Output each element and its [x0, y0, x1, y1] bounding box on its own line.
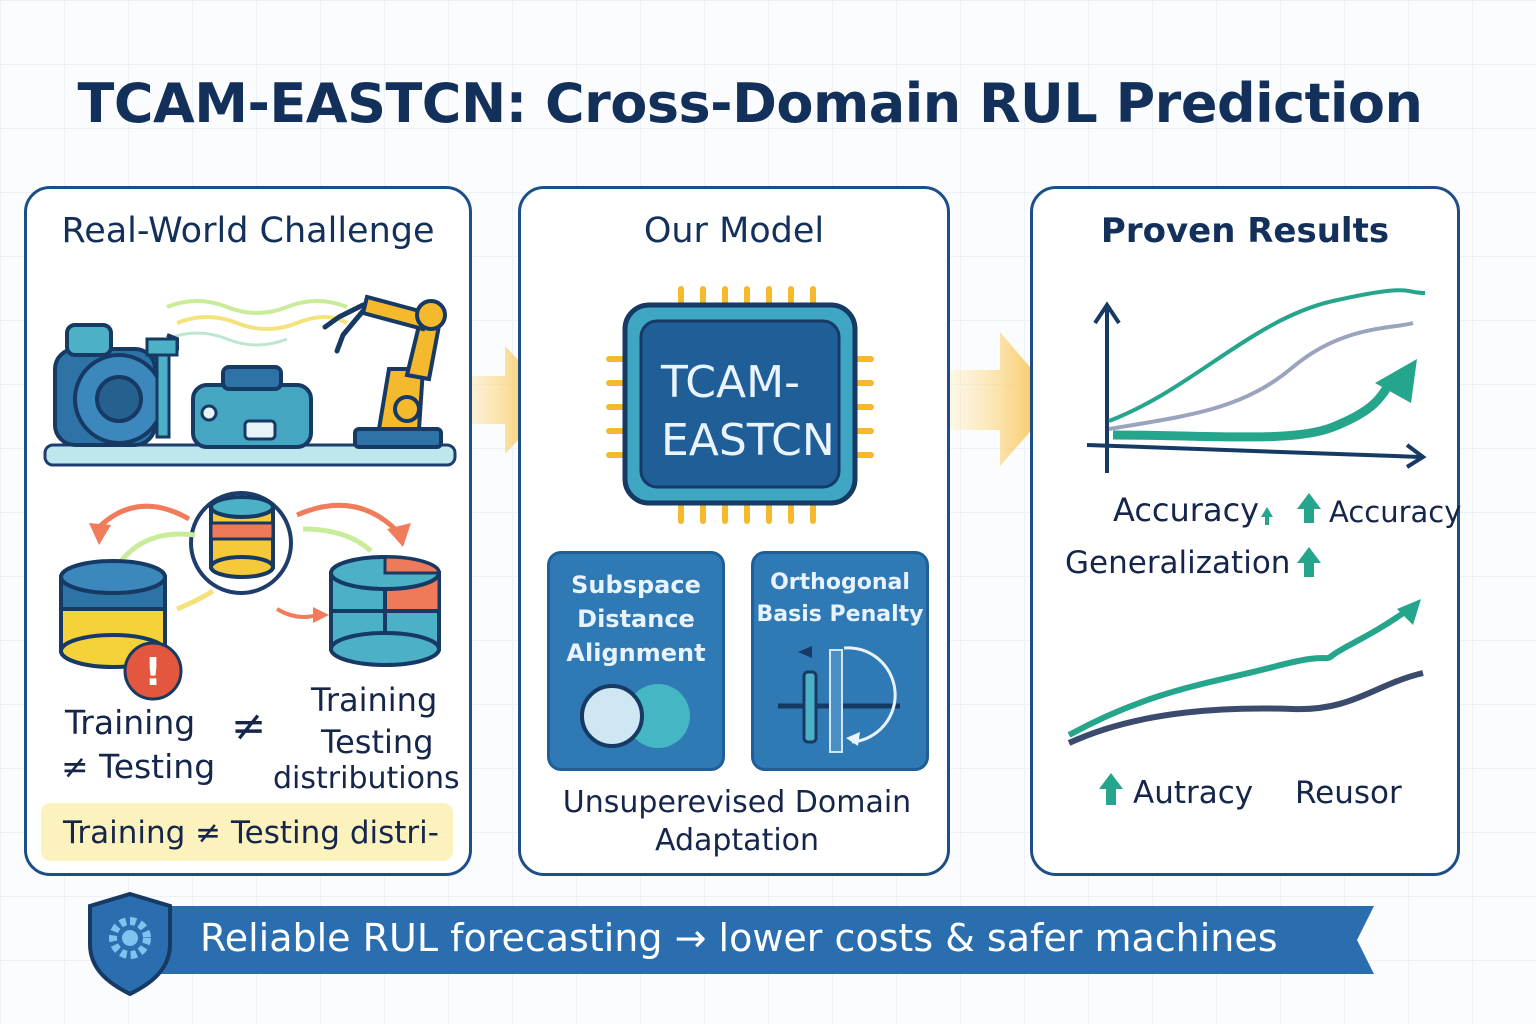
results-charts	[1067, 288, 1427, 805]
growth-arrow	[1112, 374, 1397, 442]
generalization-label: Generalization	[1065, 545, 1291, 581]
training-label: Training	[65, 703, 196, 742]
robot-arm-icon	[322, 294, 447, 449]
challenge-panel: Real-World Challenge	[24, 186, 472, 876]
conclusion-banner: Reliable RUL forecasting → lower costs &…	[160, 906, 1374, 974]
model-title: Our Model	[643, 211, 825, 251]
subspace-alignment-box: Subspace Distance Alignment	[547, 551, 725, 771]
pump-icon	[53, 323, 179, 447]
alignment-label: Alignment	[566, 639, 706, 667]
orthogonal-label: Orthogonal	[770, 570, 910, 595]
challenge-title: Real-World Challenge	[61, 211, 435, 251]
up-arrow-icons	[1099, 493, 1321, 805]
not-equal-symbol: ≠	[231, 701, 267, 750]
orthogonal-basis-icon	[778, 646, 900, 753]
flow-arrow-2	[932, 332, 1058, 466]
pipe-icon	[145, 337, 179, 439]
banner-text: Reliable RUL forecasting → lower costs &…	[200, 916, 1278, 960]
uda-label-line1: Unsuperevised Domain	[562, 785, 912, 820]
chip-illustration	[606, 286, 874, 524]
testing-distribution-label: Testing	[321, 723, 434, 761]
database-testing-icon	[329, 555, 441, 667]
distributions-label: distributions	[273, 761, 460, 796]
uda-label-line2: Adaptation	[654, 823, 820, 858]
basis-penalty-label: Basis Penalty	[756, 602, 924, 627]
not-equal-testing-label: ≠ Testing	[61, 747, 216, 786]
chip-label-line2: EASTCN	[661, 415, 835, 466]
distance-label: Distance	[577, 605, 695, 633]
accuracy-chart	[1086, 288, 1427, 473]
reusor-label: Reusor	[1295, 775, 1402, 811]
distribution-shift-note-text: Training ≠ Testing distri-	[63, 815, 439, 851]
chip-label-line1: TCAM-	[661, 357, 800, 408]
accuracy-label-2: Accuracy	[1329, 495, 1462, 529]
machinery-illustration: !	[43, 294, 457, 701]
results-title: Proven Results	[1100, 211, 1390, 251]
svg-text:!: !	[144, 650, 161, 694]
results-panel: Proven Results Accuracy Accuracy General…	[1030, 186, 1462, 876]
motor-icon	[191, 365, 313, 449]
trend-line-gray	[1108, 321, 1414, 431]
training-distribution-label: Training	[311, 681, 438, 719]
alert-icon: !	[123, 641, 183, 701]
database-center-icon	[209, 495, 275, 579]
overlap-circles-icon	[580, 684, 690, 748]
page-title: TCAM-EASTCN: Cross-Domain RUL Prediction	[77, 72, 1423, 135]
generalization-chart	[1067, 599, 1424, 746]
subspace-label: Subspace	[571, 571, 701, 599]
model-panel: Our Model TCAM- EASTCN Subspace Distance…	[518, 186, 950, 876]
distribution-shift-note: Training ≠ Testing distri-	[41, 803, 453, 861]
autracy-label: Autracy	[1133, 775, 1254, 811]
trend-line-teal	[1108, 288, 1426, 423]
accuracy-label-1: Accuracy	[1113, 491, 1260, 529]
orthogonal-penalty-box: Orthogonal Basis Penalty	[751, 551, 929, 771]
